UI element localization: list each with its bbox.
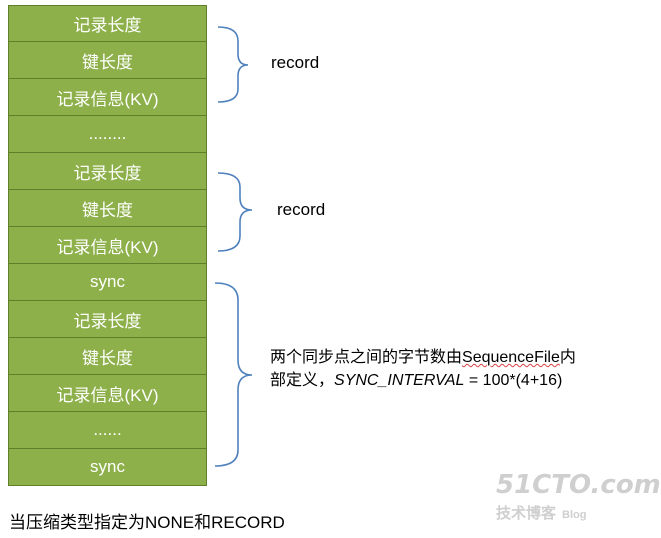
stack-cell-record-length: 记录长度	[8, 301, 207, 338]
note-line-1: 两个同步点之间的字节数由SequenceFile内	[270, 346, 632, 369]
brace-label-record-1: record	[271, 53, 320, 72]
stack-cell-key-length: 键长度	[8, 190, 207, 227]
sequencefile-record-stack: 记录长度 键长度 记录信息(KV) ........ 记录长度 键长度 记录信息…	[8, 5, 207, 486]
note-formula-value: = 100*(4+16)	[464, 372, 563, 389]
stack-cell-record-length: 记录长度	[8, 5, 207, 42]
stack-cell-record-length: 记录长度	[8, 153, 207, 190]
brace-label-record-2: record	[277, 200, 326, 219]
note-text: 内	[559, 349, 576, 366]
stack-cell-record-kv: 记录信息(KV)	[8, 227, 207, 264]
stack-cell-key-length: 键长度	[8, 338, 207, 375]
watermark-sub: 技术博客 Blog	[496, 502, 626, 523]
stack-cell-ellipsis: ........	[8, 116, 207, 153]
stack-cell-record-kv: 记录信息(KV)	[8, 375, 207, 412]
watermark-brand: 51CTO.com	[496, 470, 661, 500]
brace-record-1	[217, 26, 249, 103]
note-term-sequencefile: SequenceFile	[462, 349, 560, 366]
stack-cell-record-kv: 记录信息(KV)	[8, 79, 207, 116]
note-text: 两个同步点之间的字节数由	[270, 349, 463, 366]
note-line-2: 部定义，SYNC_INTERVAL = 100*(4+16)	[270, 369, 632, 392]
watermark-sub-text: 技术博客	[496, 505, 557, 522]
brace-sync-interval	[214, 282, 253, 467]
watermark-tag: Blog	[562, 509, 587, 521]
figure-caption: 当压缩类型指定为NONE和RECORD	[9, 513, 285, 532]
stack-cell-key-length: 键长度	[8, 42, 207, 79]
stack-cell-ellipsis: ......	[8, 412, 207, 449]
brace-connectors	[214, 26, 253, 467]
sync-interval-note: 两个同步点之间的字节数由SequenceFile内 部定义，SYNC_INTER…	[270, 346, 632, 392]
note-text: 部定义，	[270, 372, 335, 389]
stack-cell-sync: sync	[8, 449, 207, 486]
stack-cell-sync: sync	[8, 264, 207, 301]
site-watermark: 51CTO.com 技术博客 Blog	[496, 470, 661, 530]
brace-record-2	[217, 172, 253, 252]
note-formula-name: SYNC_INTERVAL	[334, 372, 465, 389]
